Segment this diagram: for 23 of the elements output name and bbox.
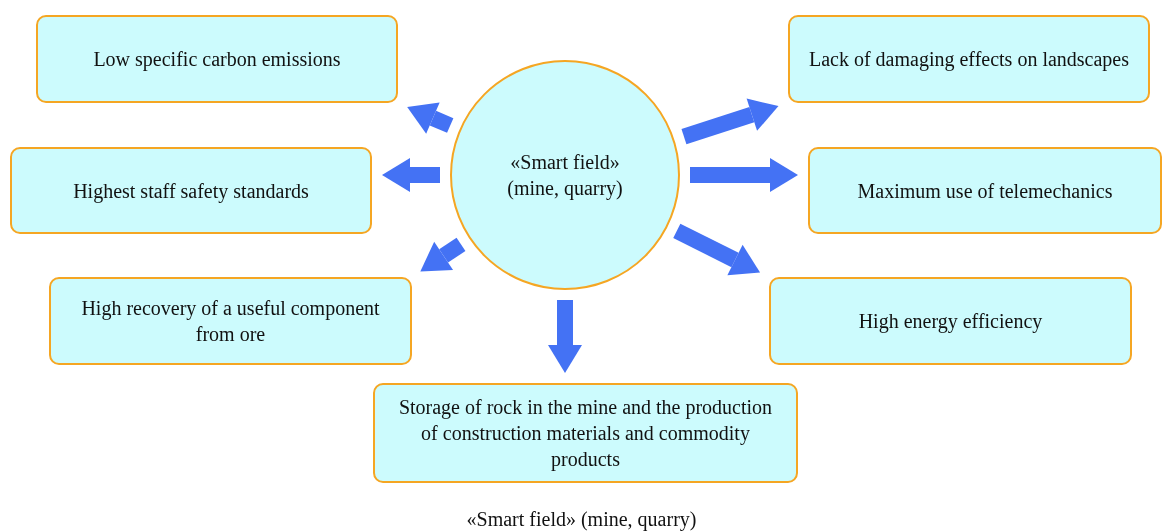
benefit-box <box>49 277 412 365</box>
benefit-box <box>373 383 798 483</box>
block-arrow <box>420 237 466 272</box>
benefit-box <box>808 147 1162 234</box>
benefit-box <box>36 15 398 103</box>
benefit-box <box>10 147 372 234</box>
node-label: High recovery of a useful component from ore <box>80 296 381 347</box>
node-label: Storage of rock in the mine and the production of construction materials and commodity products <box>397 395 774 472</box>
node-label: Low specific carbon emissions <box>93 47 341 72</box>
block-arrow <box>548 300 582 373</box>
node-label: Lack of damaging effects on landscapes <box>808 47 1130 72</box>
node-label: Highest staff safety standards <box>73 178 309 204</box>
block-arrow <box>681 98 779 145</box>
block-arrow <box>407 102 454 134</box>
caption: «Smart field» (mine, quarry) <box>465 508 698 531</box>
node-label: «Smart field» (mine, quarry) <box>506 150 624 201</box>
benefit-box <box>769 277 1132 365</box>
node-label: High energy efficiency <box>858 309 1043 334</box>
block-arrow <box>382 158 440 192</box>
benefit-box <box>788 15 1150 103</box>
block-arrow <box>690 158 798 192</box>
node-label: Maximum use of telemechanics <box>857 178 1113 204</box>
block-arrow <box>673 223 761 276</box>
